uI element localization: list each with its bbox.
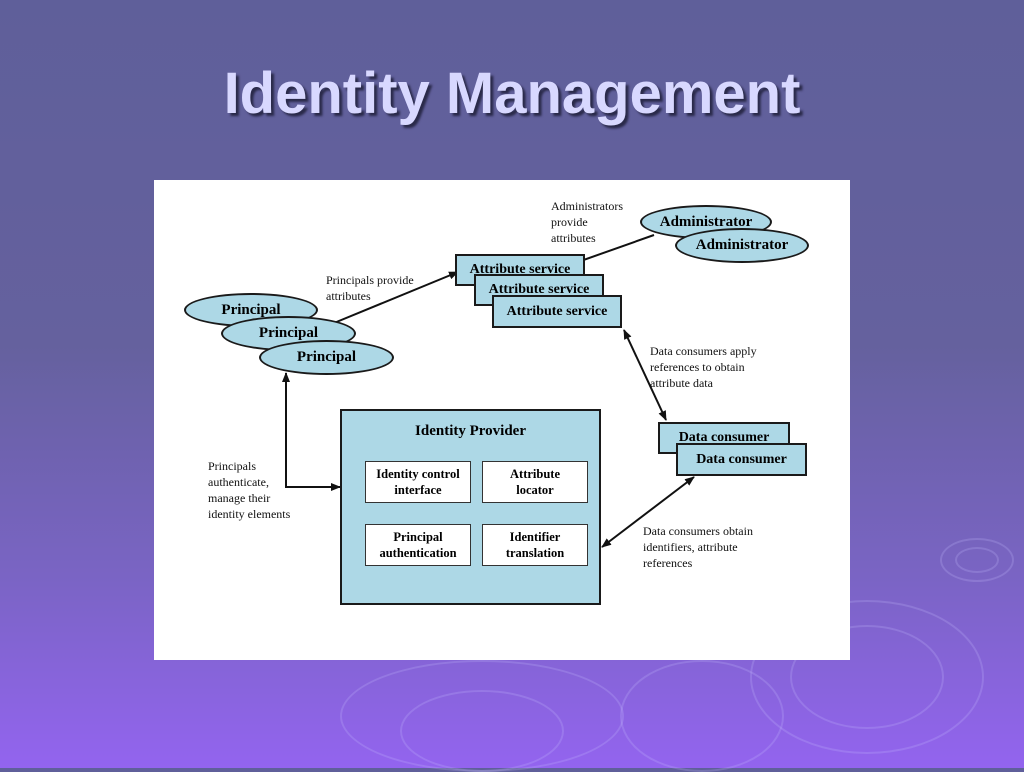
identity-provider-box: Identity Provider Identity control inter… — [340, 409, 601, 605]
principal-node: Principal — [259, 340, 394, 375]
ripple-decoration — [400, 690, 564, 772]
identity-management-diagram: Administrator Administrator Attribute se… — [154, 180, 850, 660]
administrator-node: Administrator — [640, 205, 772, 239]
arrow-consumer-to-identity-provider — [601, 476, 695, 548]
identifier-translation-box: Identifier translation — [482, 524, 588, 566]
arrow-principal-to-identity-provider — [282, 372, 341, 491]
data-consumer-box: Data consumer — [676, 443, 807, 476]
principal-authentication-box: Principal authentication — [365, 524, 471, 566]
annotation-consumers-apply: Data consumers apply references to obtai… — [650, 344, 757, 390]
identity-control-interface-box: Identity control interface — [365, 461, 471, 503]
attribute-locator-box: Attribute locator — [482, 461, 588, 503]
administrator-node: Administrator — [675, 228, 809, 263]
annotation-principals-provide: Principals provide attributes — [326, 273, 414, 303]
attribute-service-box: Attribute service — [492, 295, 622, 328]
annotation-consumers-obtain: Data consumers obtain identifiers, attri… — [643, 524, 753, 570]
arrow-attribute-service-to-consumer — [623, 329, 667, 421]
annotation-admins-provide: Administrators provide attributes — [551, 199, 623, 245]
ripple-decoration — [340, 660, 624, 772]
identity-provider-title: Identity Provider — [415, 423, 526, 439]
ripple-decoration — [940, 538, 1014, 582]
arrow-principal-to-attribute-service — [333, 271, 459, 324]
annotation-principals-authenticate: Principals authenticate, manage their id… — [208, 459, 291, 521]
ripple-decoration — [620, 660, 784, 772]
slide-title: Identity Management — [223, 61, 801, 126]
ripple-decoration — [955, 547, 999, 573]
connector-arrows — [282, 234, 695, 548]
